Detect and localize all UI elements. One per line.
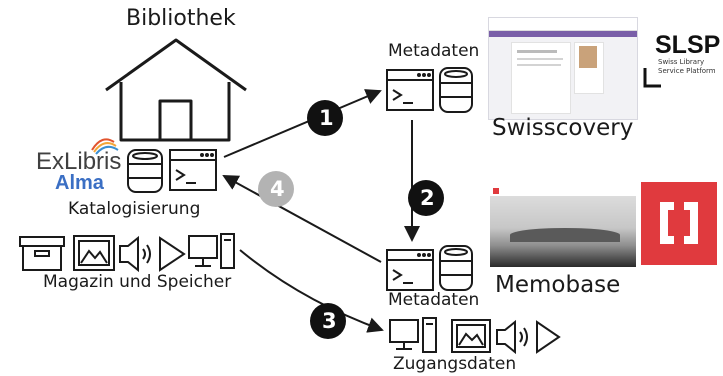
slsp-logo-line1: Swiss Library — [658, 58, 705, 66]
top-metadata-label: Metadaten — [388, 41, 480, 61]
step-4-number: 4 — [270, 177, 285, 201]
step-1-number: 1 — [319, 106, 334, 130]
bottom-metadata-label: Metadaten — [388, 290, 480, 310]
swisscovery-screenshot — [488, 17, 638, 120]
play-icon — [159, 236, 186, 272]
arrow-storage-to-access — [239, 249, 384, 333]
terminal-window-icon — [386, 69, 434, 111]
cataloguing-label: Katalogisierung — [68, 199, 201, 219]
computer-icon — [389, 317, 437, 353]
database-icon — [439, 245, 473, 291]
exlibris-brand-ex: Ex — [36, 148, 65, 175]
step-2-number: 2 — [420, 186, 435, 210]
memobase-title: Memobase — [495, 272, 621, 298]
library-title: Bibliothek — [126, 6, 236, 31]
memobase-screenshot — [490, 186, 636, 267]
storage-label: Magazin und Speicher — [43, 272, 232, 292]
archive-box-icon — [19, 236, 65, 271]
image-icon — [451, 319, 491, 353]
terminal-window-icon — [386, 249, 434, 291]
play-icon — [536, 320, 561, 354]
database-icon — [439, 67, 473, 113]
database-icon — [127, 149, 163, 193]
speaker-icon — [496, 319, 528, 355]
speaker-icon — [119, 235, 151, 273]
alma-product-name: Alma — [55, 172, 104, 194]
exlibris-brand-libris: Libris — [64, 148, 122, 175]
arrow-memobase-to-alma — [222, 175, 382, 263]
step-3-number: 3 — [322, 309, 337, 333]
slsp-logo-acronym: SLSP — [655, 31, 721, 59]
terminal-window-icon — [169, 149, 217, 191]
slsp-logo-line2: Service Platform — [658, 67, 716, 75]
access-data-label: Zugangsdaten — [393, 354, 517, 374]
swisscovery-title: Swisscovery — [492, 115, 634, 141]
arrow-alma-to-swisscovery — [223, 89, 382, 158]
computer-icon — [188, 233, 235, 269]
image-icon — [73, 235, 115, 271]
